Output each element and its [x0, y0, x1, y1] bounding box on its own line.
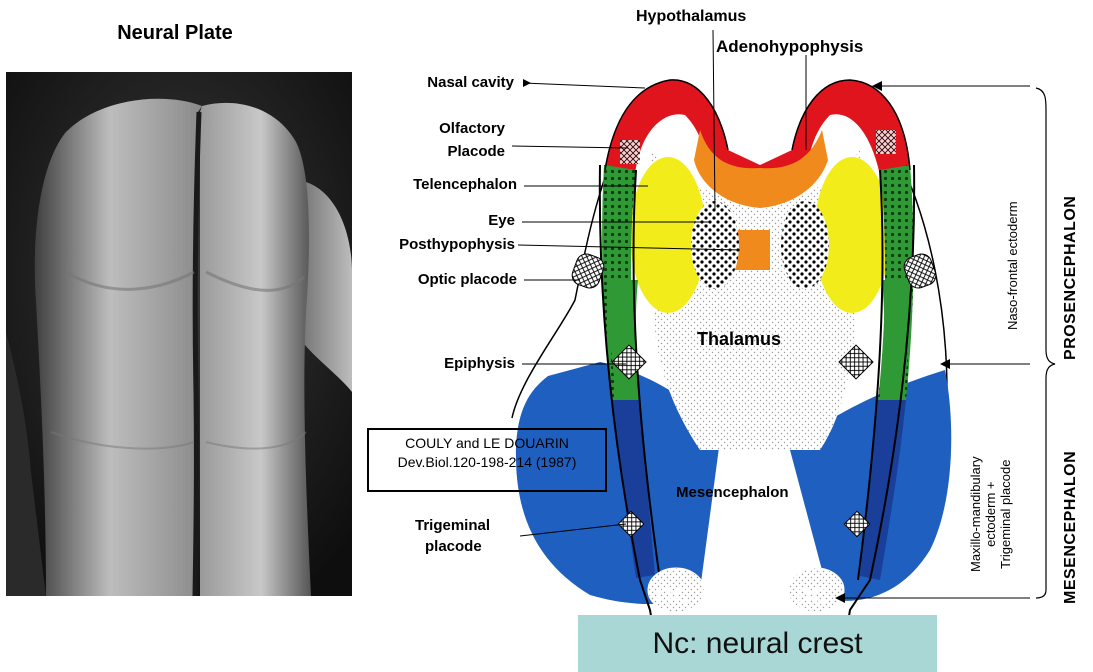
naso-frontal-label: Naso-frontal ectoderm	[1005, 201, 1020, 330]
label-olfactory-2: Placode	[447, 143, 505, 161]
label-adenohypophysis: Adenohypophysis	[716, 38, 863, 56]
olfactory-right	[876, 130, 896, 154]
label-thalamus: Thalamus	[697, 330, 781, 348]
label-epiphysis: Epiphysis	[444, 355, 515, 373]
label-trigeminal-1: Trigeminal	[415, 517, 490, 535]
legend-neural-crest: Nc: neural crest	[578, 615, 937, 672]
nc-right-label: nc	[795, 578, 827, 611]
maxillo-line-3: Trigeminal placode	[998, 456, 1013, 572]
region-brace	[1036, 88, 1055, 598]
citation-line-1: COULY and LE DOUARIN	[369, 434, 605, 453]
maxillo-line-2: ectoderm +	[983, 456, 998, 572]
maxillo-line-1: Maxillo-mandibulary	[968, 456, 983, 572]
label-telencephalon: Telencephalon	[413, 176, 517, 194]
label-posthypophysis: Posthypophysis	[399, 236, 515, 254]
label-trigeminal-2: placode	[425, 538, 482, 556]
label-mesencephalon: Mesencephalon	[676, 484, 789, 502]
citation-line-2: Dev.Biol.120-198-214 (1987)	[369, 453, 605, 472]
label-nasal-cavity: Nasal cavity	[427, 74, 514, 92]
olfactory-left	[620, 140, 640, 164]
region-prosencephalon: PROSENCEPHALON	[1062, 196, 1080, 360]
label-hypothalamus: Hypothalamus	[636, 8, 746, 26]
eye-right	[781, 201, 829, 289]
citation-box: COULY and LE DOUARIN Dev.Biol.120-198-21…	[367, 428, 607, 492]
label-optic-placode: Optic placode	[418, 271, 517, 289]
label-olfactory-1: Olfactory	[439, 120, 505, 138]
nc-left-label: nc	[656, 578, 688, 611]
label-eye: Eye	[488, 212, 515, 230]
maxillo-label: Maxillo-mandibulary ectoderm + Trigemina…	[968, 456, 1013, 572]
region-mesencephalon: MESENCEPHALON	[1062, 451, 1080, 604]
eye-left	[691, 201, 739, 289]
